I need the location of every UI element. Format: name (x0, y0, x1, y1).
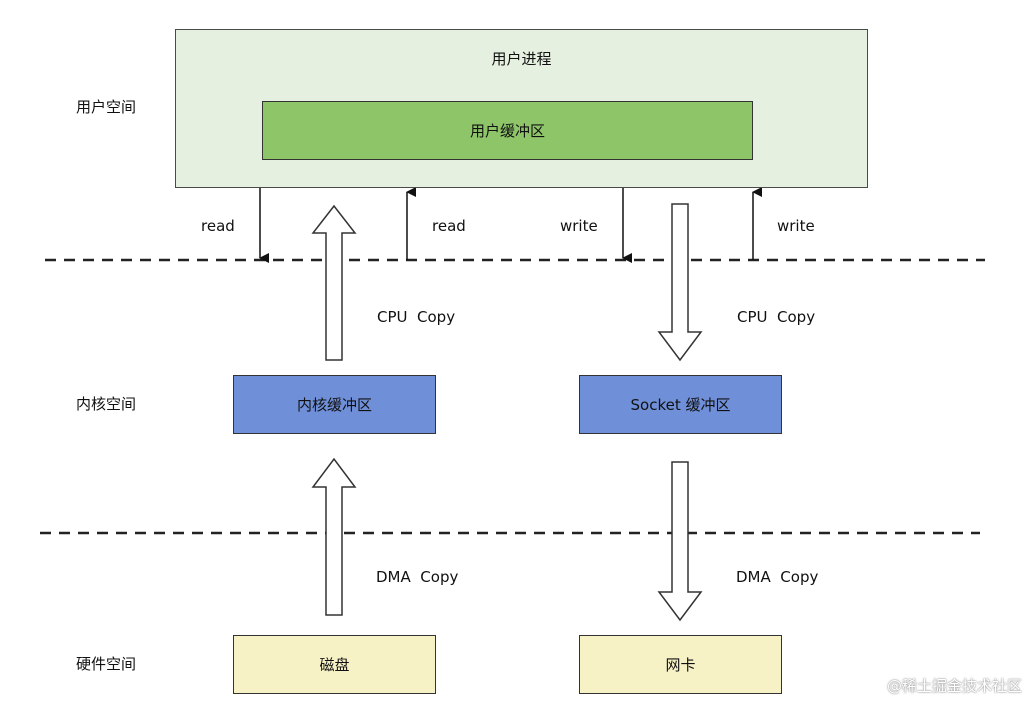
disk-label: 磁盘 (319, 656, 350, 674)
dma-copy-label-left: DMA Copy (376, 568, 459, 586)
kernel-buffer-box: 内核缓冲区 (233, 375, 436, 434)
kernel-space-label: 内核空间 (76, 395, 137, 413)
socket-buffer-label: Socket 缓冲区 (630, 396, 731, 414)
read-label-right: read (432, 217, 466, 235)
hardware-space-label: 硬件空间 (76, 655, 137, 673)
write-label-left: write (560, 217, 598, 235)
disk-box: 磁盘 (233, 635, 436, 694)
nic-label: 网卡 (665, 656, 696, 674)
dma-copy-label-right: DMA Copy (736, 568, 819, 586)
socket-buffer-box: Socket 缓冲区 (579, 375, 782, 434)
user-space-label: 用户空间 (76, 98, 137, 116)
cpu-copy-up-arrow (311, 204, 357, 361)
write-label-right: write (777, 217, 815, 235)
cpu-copy-label-right: CPU Copy (737, 308, 816, 326)
kernel-buffer-label: 内核缓冲区 (296, 396, 372, 414)
cpu-copy-label-left: CPU Copy (377, 308, 456, 326)
dma-copy-down-arrow (657, 461, 703, 622)
user-process-title: 用户进程 (491, 50, 552, 68)
cpu-copy-down-arrow (657, 203, 703, 362)
dma-copy-up-arrow (311, 457, 357, 616)
read-label-left: read (201, 217, 235, 235)
watermark: @稀土掘金技术社区 (886, 677, 1022, 695)
nic-box: 网卡 (579, 635, 782, 694)
user-buffer-box: 用户缓冲区 (262, 101, 753, 160)
user-buffer-label: 用户缓冲区 (469, 122, 545, 140)
